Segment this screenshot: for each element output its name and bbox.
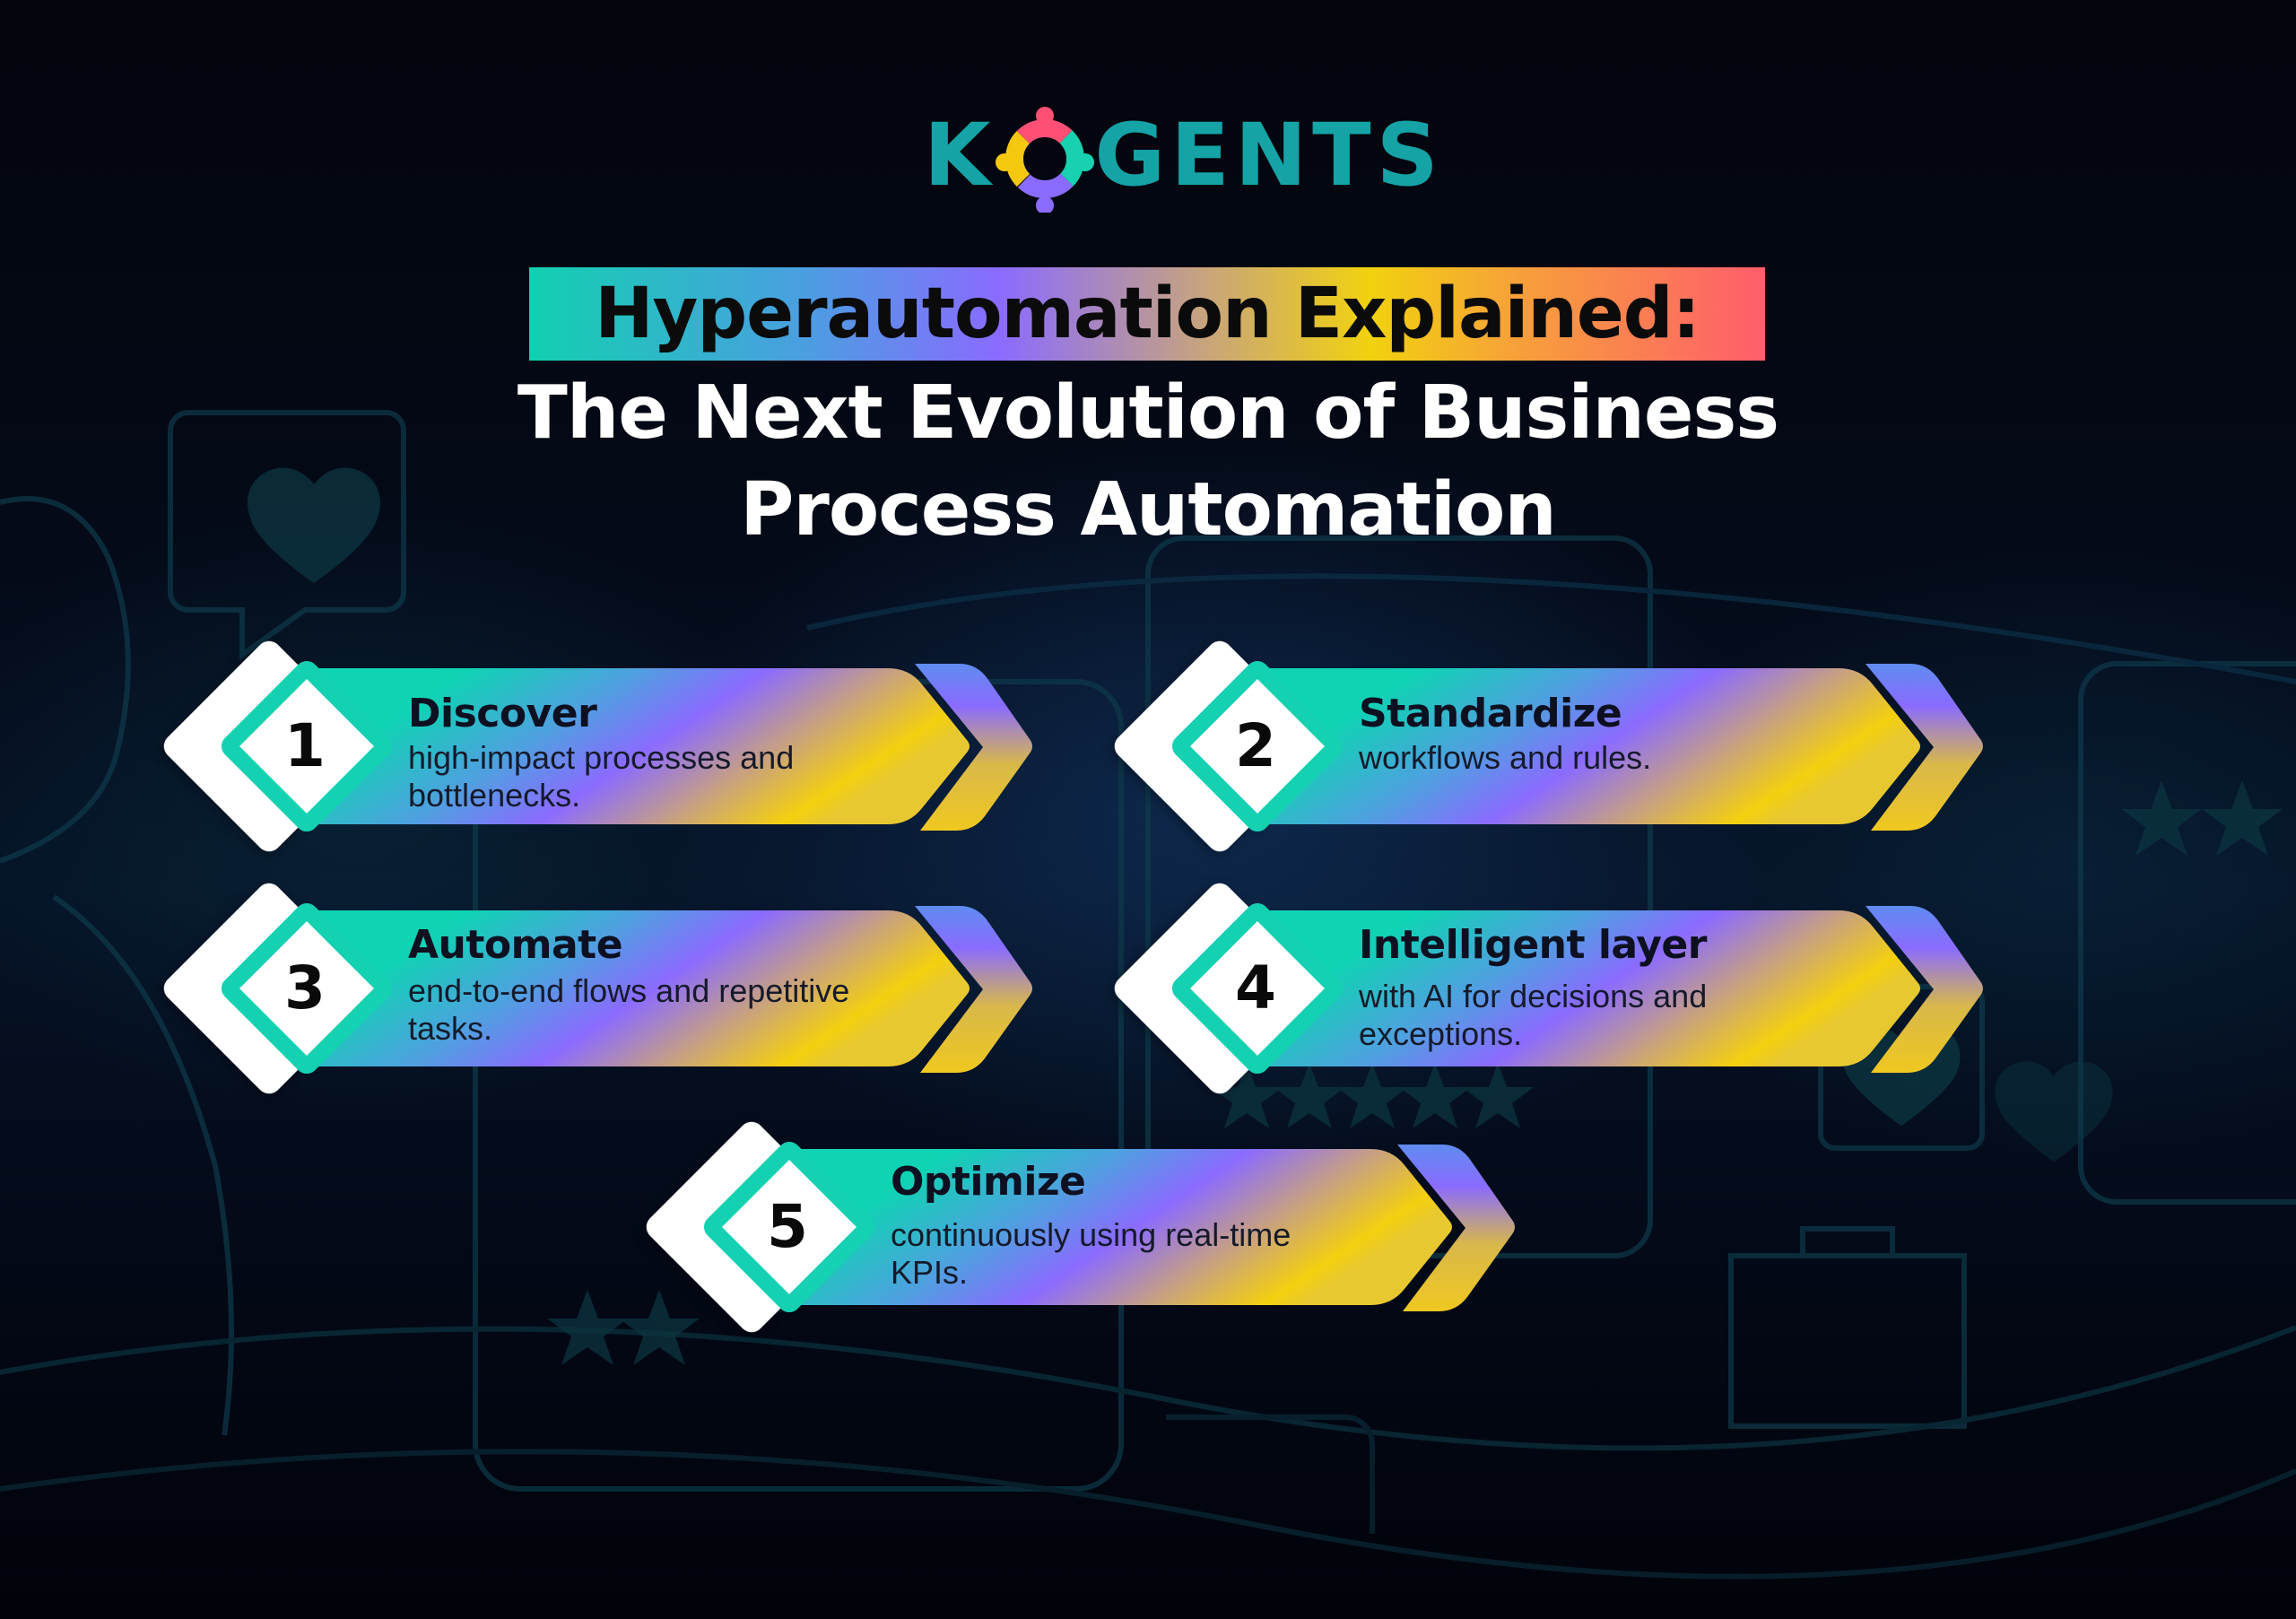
- logo-text-suffix: GENTS: [1094, 105, 1444, 205]
- step-description: with AI for decisions and exceptions.: [1359, 978, 1708, 1052]
- subtitle-line-2: Process Automation: [740, 467, 1556, 553]
- step-title: Optimize: [891, 1159, 1086, 1205]
- logo-text-prefix: K: [924, 105, 996, 205]
- step-description: end-to-end flows and repetitive tasks.: [408, 972, 850, 1047]
- step-banner: [1256, 668, 1920, 824]
- chevron-arrow-icon: [915, 906, 1032, 1073]
- step-title: Automate: [408, 922, 623, 968]
- chevron-arrow-icon: [1397, 1145, 1515, 1311]
- number-diamond: [1171, 902, 1344, 1075]
- step-number: 1: [284, 711, 326, 780]
- step-shape: [163, 640, 1032, 852]
- step-description: high-impact processes and bottlenecks.: [408, 739, 795, 814]
- headline-title: Hyperautomation Explained:: [595, 274, 1700, 354]
- people-circle-icon: [996, 105, 1095, 214]
- brand-logo: K GENTS: [924, 105, 1444, 214]
- step-title: Discover: [408, 691, 597, 736]
- step-banner: [1256, 910, 1920, 1066]
- step-title: Intelligent layer: [1359, 922, 1707, 968]
- number-diamond: [703, 1141, 875, 1313]
- step-card-3: 3 Automate end-to-end flows and repetiti…: [152, 872, 1049, 1105]
- number-diamond: [221, 660, 393, 832]
- step-title: Standardize: [1359, 691, 1622, 736]
- heart-icon: [248, 467, 380, 583]
- chevron-arrow-icon: [1866, 906, 1983, 1073]
- step-card-4: 4 Intelligent layer with AI for decision…: [1103, 872, 2000, 1105]
- chat-bubble-icon: [168, 410, 406, 660]
- step-number: 5: [767, 1192, 808, 1261]
- step-shape: [163, 883, 1032, 1094]
- step-banner: [787, 1149, 1452, 1305]
- step-banner: [305, 668, 970, 824]
- step-description: workflows and rules.: [1359, 739, 1652, 776]
- chevron-arrow-icon: [1866, 664, 1983, 831]
- step-number: 4: [1235, 953, 1276, 1023]
- step-description: continuously using real-time KPIs.: [891, 1216, 1292, 1291]
- step-card-1: 1 Discover high-impact processes and bot…: [152, 630, 1049, 863]
- number-diamond: [221, 902, 393, 1075]
- step-shape: [1114, 883, 1983, 1094]
- step-shape: [1114, 640, 1983, 852]
- step-shape: [646, 1121, 1515, 1333]
- step-banner: [305, 910, 970, 1066]
- headline-highlight: Hyperautomation Explained:: [529, 267, 1765, 361]
- number-diamond: [1171, 660, 1344, 832]
- step-number: 2: [1235, 711, 1276, 780]
- subtitle-line-1: The Next Evolution of Business: [517, 370, 1779, 456]
- star-rating-icons: [547, 780, 2283, 1365]
- step-card-5: 5 Optimize continuously using real-time …: [635, 1110, 1532, 1344]
- chevron-arrow-icon: [915, 664, 1032, 831]
- step-number: 3: [284, 953, 326, 1023]
- step-card-2: 2 Standardize workflows and rules.: [1103, 630, 2000, 863]
